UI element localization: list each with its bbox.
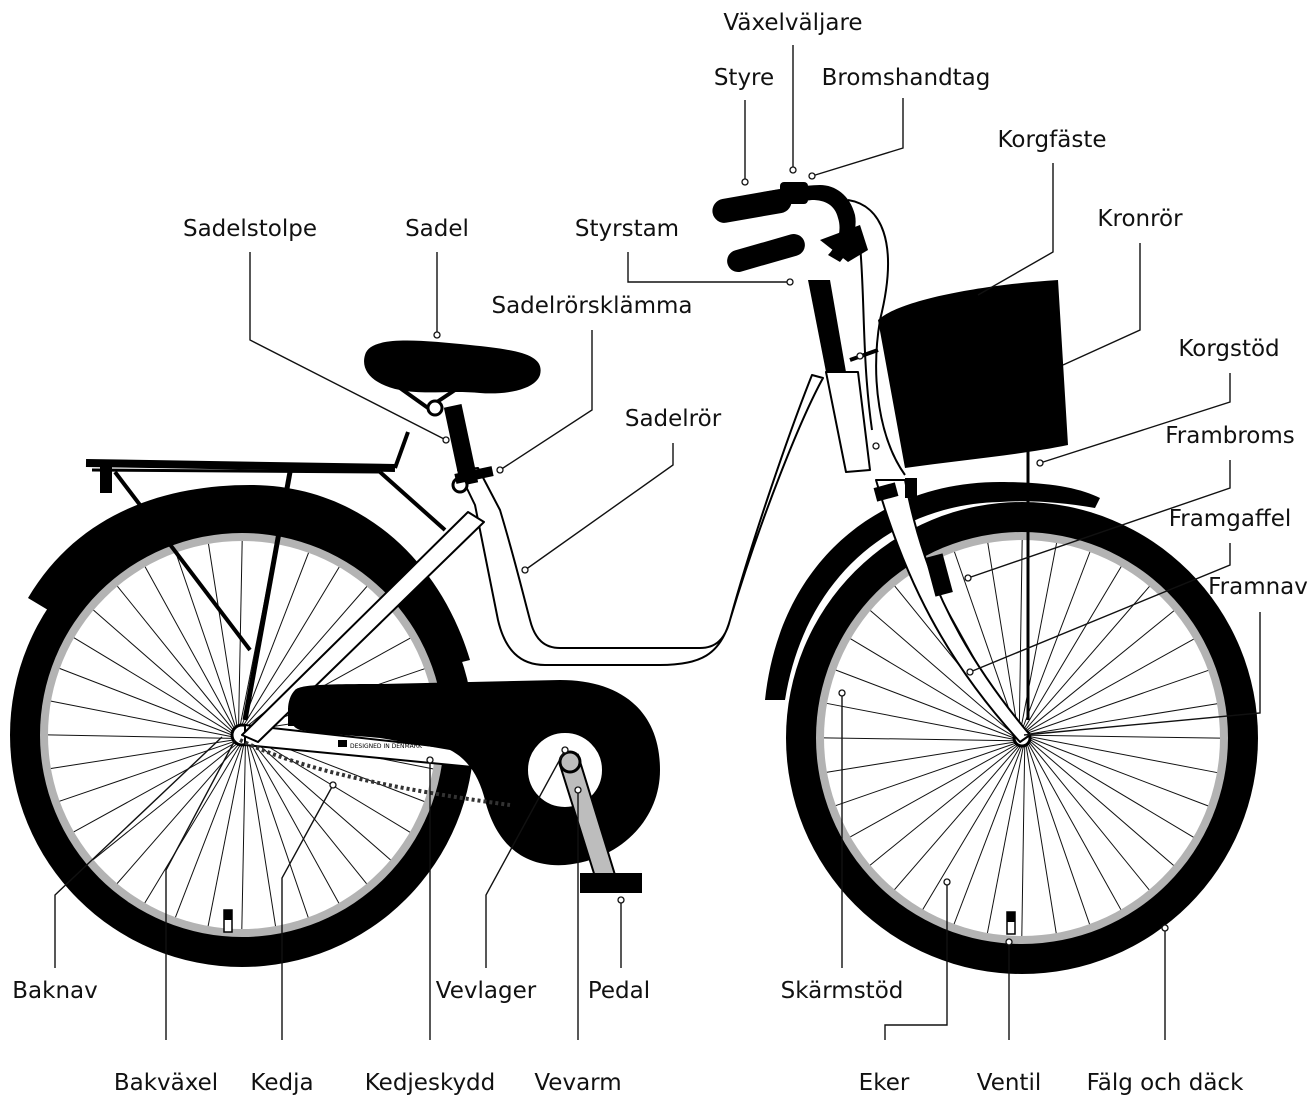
label-sadelror: Sadelrör	[625, 406, 722, 432]
label-bromshandtag: Bromshandtag	[822, 65, 991, 91]
label-sadelstolpe: Sadelstolpe	[183, 216, 317, 242]
label-ventil: Ventil	[977, 1070, 1041, 1096]
label-framgaffel: Framgaffel	[1169, 506, 1292, 532]
label-kedja: Kedja	[250, 1070, 313, 1096]
label-korgstod: Korgstöd	[1178, 336, 1279, 362]
label-vevlager: Vevlager	[436, 978, 537, 1004]
label-korgfaste: Korgfäste	[997, 127, 1106, 153]
head-tube	[826, 372, 870, 472]
label-frambroms: Frambroms	[1165, 423, 1295, 449]
label-bakvaxel: Bakväxel	[114, 1070, 218, 1096]
pedal-block	[580, 873, 642, 893]
label-pedal: Pedal	[588, 978, 650, 1004]
label-falg-och-dack: Fälg och däck	[1087, 1070, 1244, 1096]
label-kronror: Kronrör	[1097, 206, 1183, 232]
label-vevarm: Vevarm	[534, 1070, 621, 1096]
chainguard-text: DESIGNED IN DENMARK	[350, 743, 423, 750]
label-sadelrorsklamma: Sadelrörsklämma	[491, 293, 692, 319]
label-vaxelvaljare: Växelväljare	[723, 10, 862, 36]
label-styrstam: Styrstam	[575, 216, 679, 242]
label-kedjeskydd: Kedjeskydd	[365, 1070, 496, 1096]
label-framnav: Framnav	[1208, 574, 1308, 600]
saddle	[364, 341, 541, 394]
handlebar	[711, 182, 905, 475]
label-baknav: Baknav	[12, 978, 97, 1004]
label-styre: Styre	[714, 65, 774, 91]
label-eker: Eker	[859, 1070, 910, 1096]
label-sadel: Sadel	[405, 216, 469, 242]
label-skarmstod: Skärmstöd	[781, 978, 904, 1004]
